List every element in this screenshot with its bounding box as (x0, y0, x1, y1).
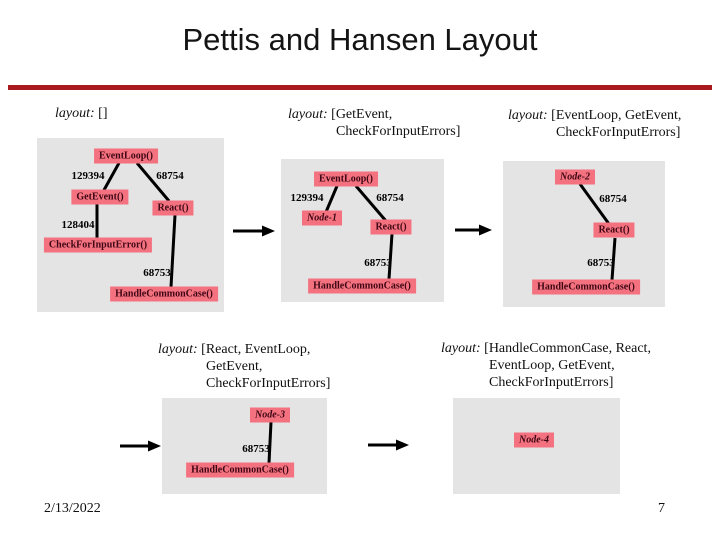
layout-list-line: [] (94, 106, 108, 121)
graph-node: Node-2 (555, 169, 595, 185)
edge-line-p1-4 (169, 214, 177, 288)
graph-node: React() (593, 222, 635, 238)
edge-line-p2-3 (387, 233, 394, 280)
layout-label-3: layout: [EventLoop, GetEvent, CheckForInp… (508, 107, 681, 141)
graph-panel-1 (37, 138, 224, 312)
graph-node: Node-4 (514, 432, 554, 448)
graph-node: HandleCommonCase() (110, 286, 218, 302)
graph-node: CheckForInputError() (43, 237, 153, 253)
edge-weight-label: 68753 (242, 443, 270, 455)
edge-weight-label: 68753 (587, 257, 615, 269)
layout-list-line: [EventLoop, GetEvent, (547, 108, 682, 123)
edge-weight-label: 128404 (61, 219, 95, 231)
graph-node: Node-3 (250, 407, 290, 423)
edge-line-p3-1 (578, 183, 611, 225)
layout-list-line: CheckForInputErrors] (336, 124, 461, 139)
edge-weight-label: 68753 (364, 257, 392, 269)
layout-keyword: layout: (508, 108, 548, 123)
edge-weight-label: 68754 (376, 192, 404, 204)
layout-list-line: [HandleCommonCase, React, (480, 341, 651, 356)
layout-keyword: layout: (158, 342, 198, 357)
title-rule (8, 85, 712, 90)
edge-weight-label: 129394 (290, 192, 324, 204)
edge-line-p2-1 (324, 185, 339, 213)
layout-keyword: layout: (288, 107, 328, 122)
graph-node: HandleCommonCase() (186, 462, 294, 478)
edge-line-p1-1 (102, 162, 121, 191)
layout-list-line: [GetEvent, (327, 107, 393, 122)
graph-node: EventLoop() (94, 148, 158, 164)
layout-list-line: CheckForInputErrors] (206, 376, 331, 391)
graph-node: React() (370, 219, 412, 235)
layout-keyword: layout: (55, 106, 95, 121)
layout-label-1: layout: [] (55, 105, 107, 122)
edge-line-p4-1 (267, 421, 273, 464)
graph-node: HandleCommonCase() (308, 278, 416, 294)
layout-label-5: layout: [HandleCommonCase, React, EventLo… (441, 340, 651, 391)
layout-list-line: CheckForInputErrors] (556, 125, 681, 140)
graph-node: HandleCommonCase() (532, 279, 640, 295)
layout-list-line: EventLoop, GetEvent, (489, 358, 615, 373)
graph-node: GetEvent() (71, 189, 129, 205)
graph-node: React() (152, 200, 194, 216)
edge-weight-label: 129394 (71, 170, 105, 182)
graph-node: EventLoop() (314, 171, 378, 187)
edge-weight-label: 68754 (599, 193, 627, 205)
edge-weight-label: 68754 (156, 170, 184, 182)
page-number: 7 (658, 501, 665, 516)
layout-list-line: GetEvent, (206, 359, 263, 374)
slide-title: Pettis and Hansen Layout (182, 22, 538, 57)
edge-line-p2-2 (354, 185, 388, 222)
slide-date: 2/13/2022 (44, 501, 101, 516)
edge-line-p1-2 (135, 162, 171, 202)
layout-label-2: layout: [GetEvent, CheckForInputErrors] (288, 106, 460, 140)
edge-weight-label: 68753 (143, 267, 171, 279)
layout-list-line: CheckForInputErrors] (489, 375, 614, 390)
layout-label-4: layout: [React, EventLoop, GetEvent, Check… (158, 341, 330, 392)
graph-panel-4 (162, 398, 327, 494)
layout-keyword: layout: (441, 341, 481, 356)
graph-node: Node-1 (302, 210, 342, 226)
edge-line-p3-2 (610, 237, 617, 281)
layout-list-line: [React, EventLoop, (197, 342, 311, 357)
